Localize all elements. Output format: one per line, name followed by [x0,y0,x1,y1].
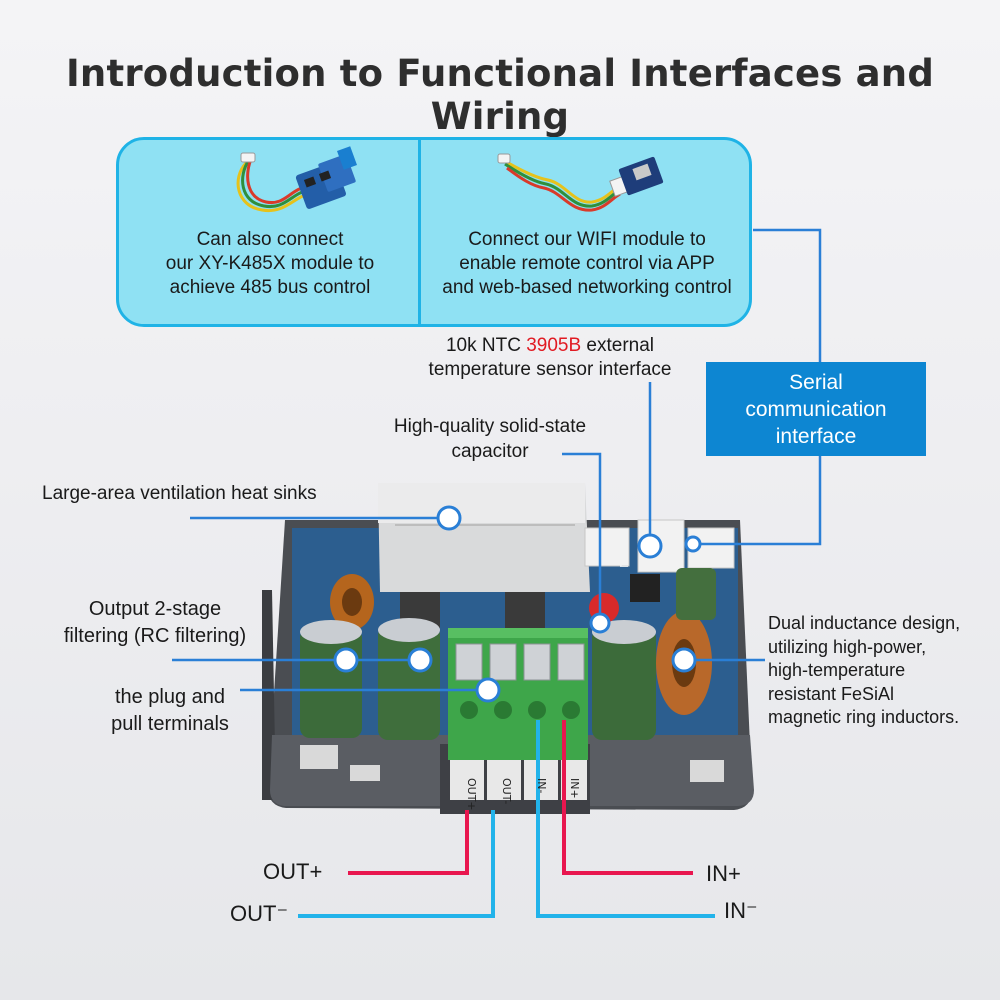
terminals-callout: the plug and pull terminals [90,684,250,738]
ntc-model: 3905B [526,335,582,356]
inductance-line-2: utilizing high-power, [768,636,927,657]
heatsink-callout: Large-area ventilation heat sinks [42,483,317,504]
page-title: Introduction to Functional Interfaces an… [65,52,935,138]
filtering-line-1: Output 2-stage [88,598,222,620]
wifi-module-description: Connect our WIFI module to enable remote… [424,228,750,300]
terminal-silk-in-plus: IN+ [568,778,581,799]
ntc-line-2: temperature sensor interface [428,359,672,380]
ntc-suffix: external [581,335,655,356]
filtering-line-2: filtering (RC filtering) [63,625,247,647]
inductance-line-1: Dual inductance design, [768,613,961,633]
wifi-line-2: enable remote control via APP [459,253,715,274]
capacitor-line-1: High-quality solid-state [393,416,587,437]
device-illustration [262,483,754,814]
rs485-line-3: achieve 485 bus control [169,277,371,298]
ntc-prefix: 10k NTC [445,335,527,356]
ntc-callout: 10k NTC 3905B external temperature senso… [400,334,700,382]
wire-in-minus [536,720,715,918]
serial-interface-badge: Serial communication interface [706,362,926,456]
terminals-line-1: the plug and [114,686,226,708]
filtering-callout: Output 2-stage filtering (RC filtering) [40,596,270,650]
inductance-line-5: magnetic ring inductors. [768,707,960,727]
filter-marker-1 [333,647,359,673]
wifi-line-3: and web-based networking control [442,277,732,298]
panel-divider [418,140,421,326]
wire-label-out-minus: OUT⁻ [230,901,289,926]
terminal-silk-in-minus: IN- [535,778,548,793]
wire-out-minus [298,810,495,918]
wire-out-plus [348,810,469,875]
rs485-line-1: Can also connect [196,229,344,250]
wire-lines [298,720,715,918]
wire-label-in-plus: IN+ [706,861,741,886]
rs485-line-2: our XY-K485X module to [165,253,375,274]
heatsink-marker [436,505,462,531]
terminal-silk-out-minus: OUT- [500,778,513,804]
wire-label-in-minus: IN⁻ [724,898,758,923]
inductance-callout: Dual inductance design, utilizing high-p… [768,612,998,730]
capacitor-callout: High-quality solid-state capacitor [360,414,620,464]
callout-markers [333,505,702,703]
inductance-line-4: resistant FeSiAl [768,683,895,704]
wifi-line-1: Connect our WIFI module to [468,229,706,250]
terminal-silk-out-plus: OUT+ [465,778,478,811]
serial-marker [684,535,702,553]
ntc-silk: NTC [618,546,631,568]
rs485-module-description: Can also connect our XY-K485X module to … [130,228,410,300]
serial-line-2: communication [745,397,887,421]
wire-in-plus [562,720,693,875]
wire-label-out-plus: OUT+ [263,859,323,884]
capacitor-marker [589,612,611,634]
filter-marker-2 [407,647,433,673]
serial-line-3: interface [775,424,857,448]
terminals-line-2: pull terminals [111,713,229,735]
ntc-marker [637,533,663,559]
inductor-marker [671,647,697,673]
terminal-marker [475,677,501,703]
capacitor-line-2: capacitor [451,441,529,462]
inductance-line-3: high-temperature [768,660,906,680]
serial-line-1: Serial [789,370,843,394]
